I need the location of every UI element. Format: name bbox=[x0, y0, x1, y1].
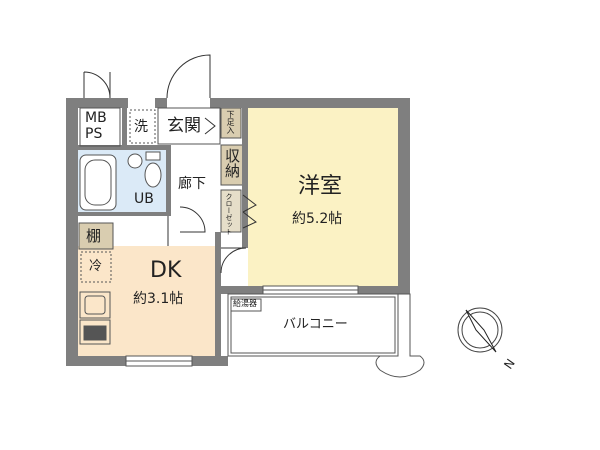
door-entrance bbox=[166, 54, 211, 99]
compass-icon bbox=[457, 307, 503, 353]
closet-label: クローゼット bbox=[225, 193, 233, 235]
yoshitsu-floor bbox=[248, 108, 398, 288]
mbps-label-2: PS bbox=[85, 126, 103, 142]
wall-bath-bottom bbox=[78, 212, 168, 216]
wall-dk-right bbox=[215, 232, 221, 366]
door-yoshitsu bbox=[220, 247, 247, 274]
kyutoki-box bbox=[230, 298, 262, 312]
ub-label: UB bbox=[134, 191, 154, 207]
wall-bath-right bbox=[166, 145, 171, 216]
dk-floor bbox=[122, 246, 217, 356]
mbps-label-1: MB bbox=[85, 110, 107, 126]
hall-floor bbox=[168, 145, 220, 246]
wall-top-wash bbox=[155, 98, 167, 108]
door-genkan-step bbox=[204, 117, 216, 135]
genkan-box bbox=[157, 107, 221, 145]
wall-top-right bbox=[210, 98, 410, 108]
shuno-label: 収納 bbox=[223, 148, 241, 178]
wall-yoshitsu-bottom-r bbox=[358, 286, 410, 294]
sink-box bbox=[79, 291, 111, 319]
dk-name: DK bbox=[150, 258, 182, 283]
tana-box bbox=[78, 222, 114, 250]
dk-area: 約3.1帖 bbox=[133, 291, 184, 307]
wash-box bbox=[129, 109, 156, 144]
genkan-label: 玄関 bbox=[167, 116, 201, 136]
door-dk bbox=[179, 206, 206, 233]
wall-right bbox=[398, 98, 410, 293]
fridge-box bbox=[80, 251, 112, 283]
getabako-label: 下足入 bbox=[226, 110, 235, 134]
yoshitsu-name: 洋室 bbox=[298, 174, 343, 199]
mbps-box bbox=[79, 107, 121, 147]
balcony-outline bbox=[227, 293, 399, 357]
balcony-label: バルコニー bbox=[283, 317, 348, 332]
yoshitsu-area: 約5.2帖 bbox=[292, 211, 343, 227]
wall-yoshitsu-left bbox=[242, 108, 248, 248]
wall-bottom-dk bbox=[66, 356, 126, 366]
balcony-bulge bbox=[375, 293, 425, 378]
wall-left bbox=[66, 98, 78, 366]
toilet bbox=[144, 162, 162, 188]
roka-label: 廊下 bbox=[178, 176, 206, 192]
door-mbps bbox=[83, 71, 111, 99]
rei-label: 冷 bbox=[89, 259, 103, 274]
kyutoki-label: 給湯器 bbox=[233, 299, 257, 308]
washbasin bbox=[127, 153, 143, 169]
closet-box bbox=[220, 189, 242, 233]
wall-bottom-dk2 bbox=[192, 356, 228, 366]
wash-label: 洗 bbox=[134, 119, 148, 135]
wall-top-mbps bbox=[66, 98, 128, 108]
stove-box bbox=[79, 319, 111, 345]
wall-mbps-right bbox=[122, 108, 127, 148]
tana-label: 棚 bbox=[86, 227, 102, 245]
door-closet bbox=[242, 194, 257, 229]
wall-yoshitsu-bottom-l bbox=[217, 286, 263, 294]
